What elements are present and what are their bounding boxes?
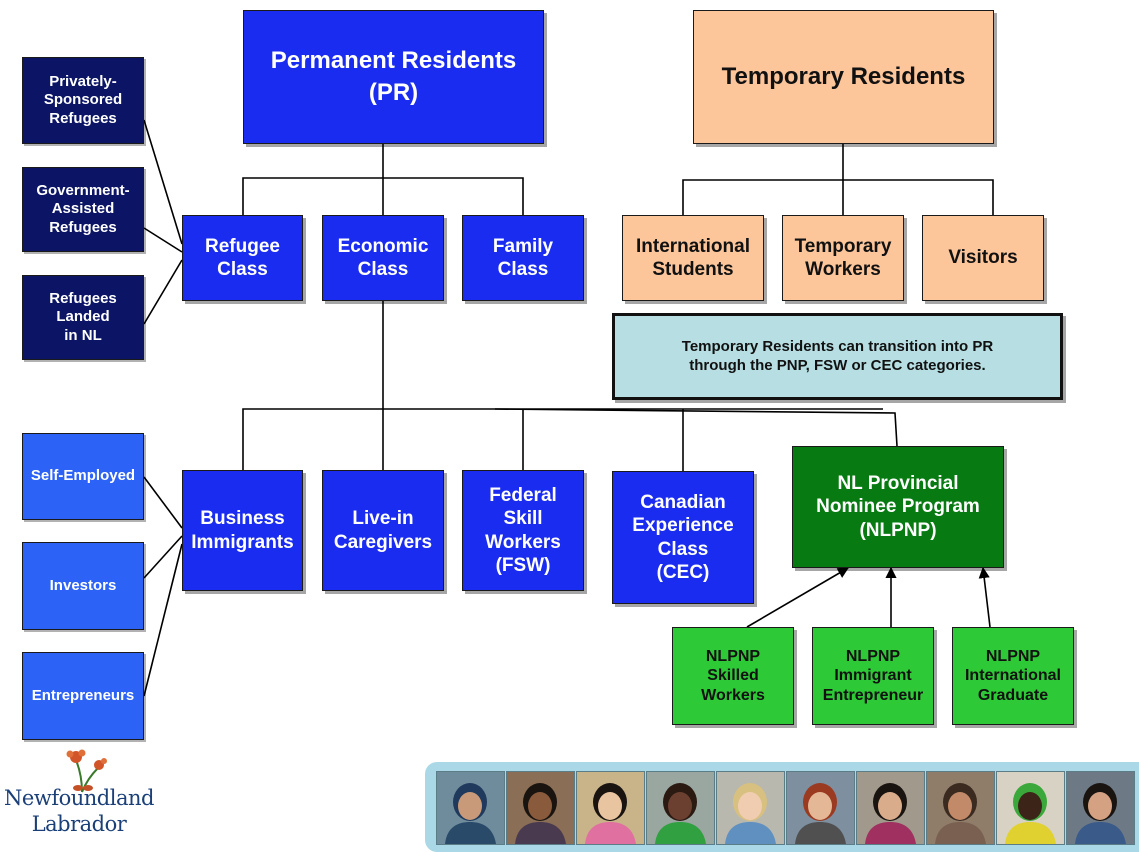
family-class-box: Family Class (462, 215, 584, 301)
live-in-caregivers-box: Live-in Caregivers (322, 470, 444, 591)
person-woman-red-hair-icon (786, 771, 855, 845)
logo-line-2: Labrador (31, 812, 127, 836)
newfoundland-labrador-logo: Newfoundland Labrador (4, 748, 154, 848)
arrow-skilled-workers (746, 567, 849, 628)
transition-note: Temporary Residents can transition into … (612, 313, 1063, 400)
business-connector-1 (143, 476, 183, 529)
arrow-international-graduate (978, 566, 991, 628)
refugee-class-box: Refugee Class (182, 215, 303, 301)
person-man-mustache-icon (926, 771, 995, 845)
person-woman-dark-hair-icon (856, 771, 925, 845)
permanent-residents-box: Permanent Residents (PR) (243, 10, 544, 144)
person-woman-icon (646, 771, 715, 845)
person-woman-blonde-icon (716, 771, 785, 845)
temporary-residents-box: Temporary Residents (693, 10, 994, 144)
tr-branch-line (682, 179, 994, 215)
business-connector-3 (143, 543, 183, 697)
government-assisted-refugees-box: Government- Assisted Refugees (22, 167, 144, 252)
logo-line-1: Newfoundland (4, 786, 154, 810)
person-woman-headscarf-icon (996, 771, 1065, 845)
person-child-icon (576, 771, 645, 845)
business-immigrants-box: Business Immigrants (182, 470, 303, 591)
international-students-box: International Students (622, 215, 764, 301)
nlpnp-skilled-workers-box: NLPNP Skilled Workers (672, 627, 794, 725)
nlpnp-immigrant-entrepreneur-box: NLPNP Immigrant Entrepreneur (812, 627, 934, 725)
visitors-box: Visitors (922, 215, 1044, 301)
person-man-glasses-icon (506, 771, 575, 845)
person-man-icon (1066, 771, 1135, 845)
refugee-connector-2 (143, 227, 183, 253)
economic-nlpnp-line (494, 408, 898, 447)
privately-sponsored-refugees-box: Privately- Sponsored Refugees (22, 57, 144, 144)
refugee-connector-3 (143, 259, 183, 325)
federal-skill-workers-box: Federal Skill Workers (FSW) (462, 470, 584, 591)
nlpnp-box: NL Provincial Nominee Program (NLPNP) (792, 446, 1004, 568)
self-employed-box: Self-Employed (22, 433, 144, 520)
refugees-landed-in-nl-box: Refugees Landed in NL (22, 275, 144, 360)
photo-strip (425, 762, 1139, 852)
entrepreneurs-box: Entrepreneurs (22, 652, 144, 740)
canadian-experience-class-box: Canadian Experience Class (CEC) (612, 471, 754, 604)
economic-branch-line (242, 408, 883, 470)
economic-class-box: Economic Class (322, 215, 444, 301)
business-connector-2 (143, 535, 183, 579)
person-hijab-icon (436, 771, 505, 845)
pitcher-plant-icon (66, 749, 107, 793)
temporary-workers-box: Temporary Workers (782, 215, 904, 301)
nlpnp-international-graduate-box: NLPNP International Graduate (952, 627, 1074, 725)
refugee-connector-1 (143, 119, 183, 245)
investors-box: Investors (22, 542, 144, 630)
